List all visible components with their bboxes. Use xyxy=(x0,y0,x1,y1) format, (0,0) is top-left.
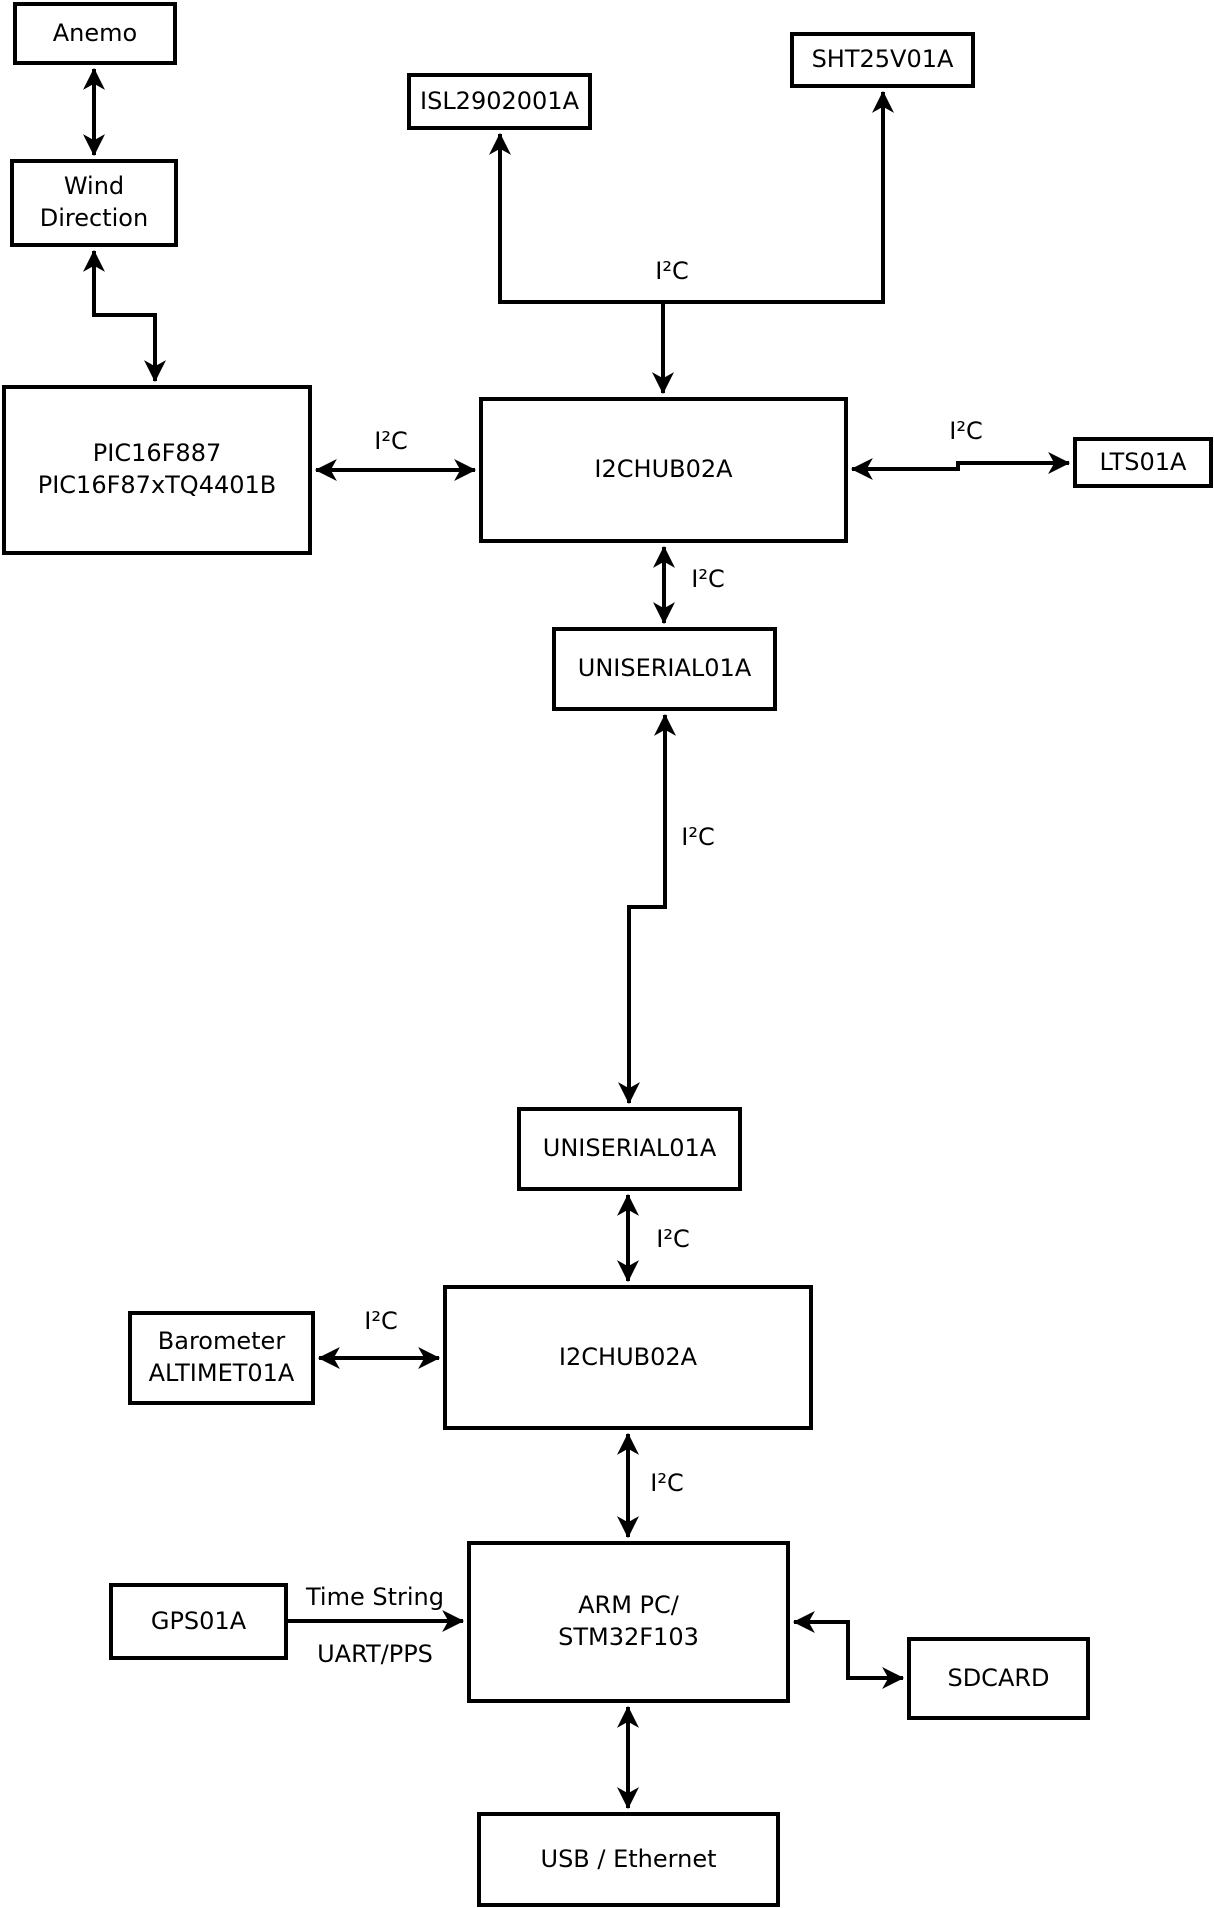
node-uniserial01a-upper-label: UNISERIAL01A xyxy=(577,654,752,683)
node-i2chub02a-top-label: I2CHUB02A xyxy=(594,455,733,484)
node-i2chub02a-bottom-label: I2CHUB02A xyxy=(558,1342,698,1371)
node-wind-direction-label: Wind Direction xyxy=(39,172,149,232)
edge-label-pic-to-hub-i2c: I²C xyxy=(374,427,408,455)
node-wind-direction: Wind Direction xyxy=(10,159,178,247)
node-sht25v01a-label: SHT25V01A xyxy=(811,45,954,74)
node-usb-ethernet: USB / Ethernet xyxy=(477,1812,780,1907)
node-sdcard: SDCARD xyxy=(907,1637,1090,1720)
node-uniserial01a-lower-label: UNISERIAL01A xyxy=(542,1134,717,1163)
node-pic16f887-label: PIC16F887 PIC16F87xTQ4401B xyxy=(37,439,277,499)
node-barometer-altimet01a-label: Barometer ALTIMET01A xyxy=(148,1327,295,1387)
node-anemo: Anemo xyxy=(13,2,177,65)
node-gps01a-label: GPS01A xyxy=(150,1606,247,1635)
edge-label-hub-to-lts-i2c: I²C xyxy=(949,417,983,445)
edge-label-hub2-to-arm-i2c: I²C xyxy=(650,1469,684,1497)
edge-arm-pc-sdcard xyxy=(792,1611,905,1689)
node-arm-pc-stm32f103-label: ARM PC/ STM32F103 xyxy=(558,1591,699,1651)
edge-label-hub-to-uniserial-i2c: I²C xyxy=(691,565,725,593)
node-uniserial01a-upper: UNISERIAL01A xyxy=(552,627,777,711)
edge-label-sensor-bus-i2c: I²C xyxy=(655,257,689,285)
edge-sensor-bus-isl-sht xyxy=(489,90,894,304)
node-i2chub02a-top: I2CHUB02A xyxy=(479,397,848,543)
edge-i2chub02a-top-lts01a xyxy=(850,452,1071,480)
node-usb-ethernet-label: USB / Ethernet xyxy=(540,1844,717,1873)
edge-label-uniserial-link-i2c: I²C xyxy=(681,823,715,851)
node-arm-pc-stm32f103: ARM PC/ STM32F103 xyxy=(467,1541,790,1703)
node-anemo-label: Anemo xyxy=(52,18,138,47)
edge-label-gps-uart-pps: UART/PPS xyxy=(317,1640,433,1668)
node-pic16f887: PIC16F887 PIC16F87xTQ4401B xyxy=(2,385,312,555)
node-sdcard-label: SDCARD xyxy=(947,1663,1050,1692)
node-isl2902001a: ISL2902001A xyxy=(407,73,592,130)
node-lts01a: LTS01A xyxy=(1073,437,1213,488)
edge-label-barometer-to-hub2-i2c: I²C xyxy=(364,1307,398,1335)
node-sht25v01a: SHT25V01A xyxy=(790,32,975,88)
edge-uniserial01a-upper-lower xyxy=(618,713,676,1105)
node-barometer-altimet01a: Barometer ALTIMET01A xyxy=(128,1311,315,1405)
node-gps01a: GPS01A xyxy=(109,1583,288,1660)
node-lts01a-label: LTS01A xyxy=(1099,447,1187,476)
edge-wind-direction-pic16f887 xyxy=(83,249,166,383)
node-i2chub02a-bottom: I2CHUB02A xyxy=(443,1285,813,1430)
edge-label-gps-time-string: Time String xyxy=(306,1583,444,1611)
edge-label-uniserial-to-hub2-i2c: I²C xyxy=(656,1225,690,1253)
node-isl2902001a-label: ISL2902001A xyxy=(420,86,579,115)
node-uniserial01a-lower: UNISERIAL01A xyxy=(517,1107,742,1191)
